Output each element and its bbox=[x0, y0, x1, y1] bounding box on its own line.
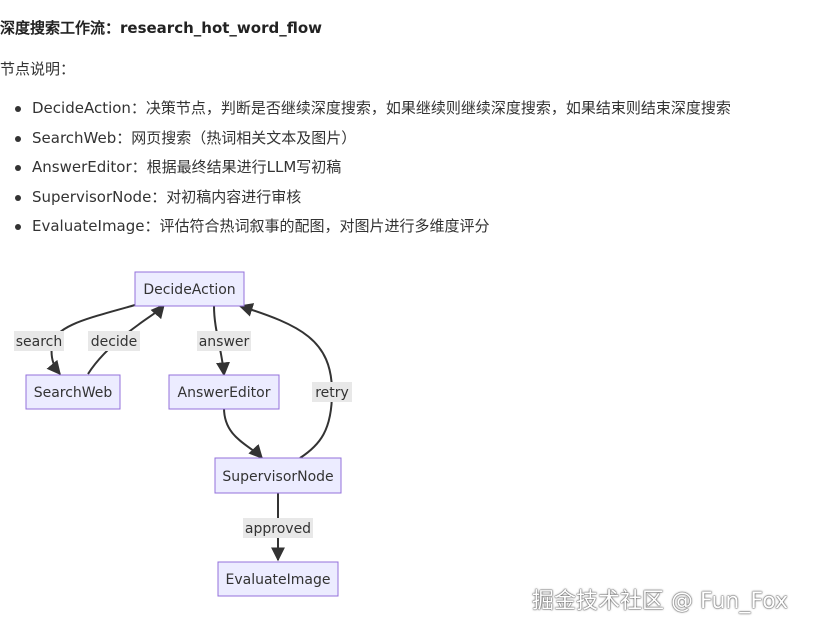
list-item-text: SupervisorNode：对初稿内容进行审核 bbox=[32, 187, 302, 206]
node-intro-heading: 节点说明： bbox=[0, 60, 76, 78]
node-search-web-label: SearchWeb bbox=[34, 385, 113, 401]
list-item-text: AnswerEditor：根据最终结果进行LLM写初稿 bbox=[32, 158, 342, 176]
node-description-list: DecideAction：决策节点，判断是否继续深度搜索，如果继续则继续深度搜索… bbox=[0, 96, 731, 244]
bullet-icon bbox=[15, 194, 21, 201]
edge-label-answer: answer bbox=[197, 331, 251, 351]
edge-decide bbox=[87, 303, 165, 375]
edge-to-supervisor bbox=[223, 407, 263, 460]
list-item: SupervisorNode：对初稿内容进行审核 bbox=[0, 185, 731, 215]
watermark: 掘金技术社区 @ Fun_Fox bbox=[532, 589, 788, 614]
edge-label-decide-text: decide bbox=[91, 334, 138, 350]
node-search-web: SearchWeb bbox=[25, 374, 121, 410]
list-item-text: DecideAction：决策节点，判断是否继续深度搜索，如果继续则继续深度搜索… bbox=[32, 99, 731, 117]
node-decide-action: DecideAction bbox=[134, 271, 245, 307]
list-item: AnswerEditor：根据最终结果进行LLM写初稿 bbox=[0, 155, 731, 185]
list-item: EvaluateImage：评估符合热词叙事的配图，对图片进行多维度评分 bbox=[0, 214, 731, 244]
bullet-icon bbox=[15, 224, 21, 230]
node-evaluate-image: EvaluateImage bbox=[217, 561, 339, 597]
edge-label-approved-text: approved bbox=[245, 521, 311, 537]
list-item: SearchWeb：网页搜索（热词相关文本及图片） bbox=[0, 126, 731, 156]
list-item-text: EvaluateImage：评估符合热词叙事的配图，对图片进行多维度评分 bbox=[32, 217, 490, 235]
bullet-icon bbox=[15, 135, 21, 142]
node-supervisor-node: SupervisorNode bbox=[214, 457, 342, 494]
node-decide-action-label: DecideAction bbox=[143, 282, 235, 298]
list-item: DecideAction：决策节点，判断是否继续深度搜索，如果继续则继续深度搜索… bbox=[0, 96, 731, 126]
node-answer-editor: AnswerEditor bbox=[168, 374, 280, 410]
edge-label-answer-text: answer bbox=[199, 334, 250, 350]
flowchart: search decide answer retry approved Deci… bbox=[14, 271, 352, 597]
node-evaluate-image-label: EvaluateImage bbox=[226, 572, 331, 588]
bullet-icon bbox=[15, 165, 21, 171]
node-supervisor-node-label: SupervisorNode bbox=[222, 469, 333, 485]
edge-label-retry: retry bbox=[312, 382, 352, 402]
edge-label-retry-text: retry bbox=[315, 385, 349, 401]
node-answer-editor-label: AnswerEditor bbox=[178, 385, 271, 401]
list-item-text: SearchWeb：网页搜索（热词相关文本及图片） bbox=[32, 128, 357, 147]
edge-label-search: search bbox=[14, 331, 64, 351]
edge-label-search-text: search bbox=[16, 334, 63, 350]
bullet-icon bbox=[15, 106, 21, 112]
edge-label-approved: approved bbox=[243, 518, 313, 538]
page-title: 深度搜索工作流：research_hot_word_flow bbox=[0, 19, 322, 37]
edge-label-decide: decide bbox=[88, 331, 140, 351]
